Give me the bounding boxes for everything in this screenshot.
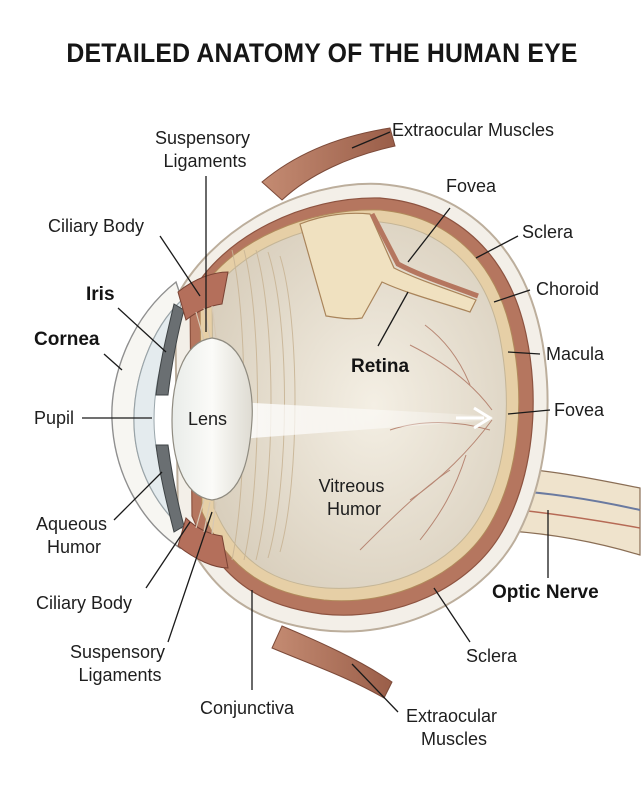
label-vitreous-humor: Vitreous Humor	[319, 476, 390, 519]
label-sclera-top: Sclera	[522, 222, 574, 242]
label-macula: Macula	[546, 344, 605, 364]
label-iris: Iris	[86, 284, 115, 305]
label-ciliary-body-bottom: Ciliary Body	[36, 593, 132, 613]
label-pupil: Pupil	[34, 408, 74, 428]
leader-lines	[82, 131, 551, 713]
label-fovea-top: Fovea	[446, 176, 497, 196]
label-extraocular-muscles-top: Extraocular Muscles	[392, 120, 554, 140]
label-suspensory-ligaments-bottom: Suspensory Ligaments	[70, 642, 170, 685]
label-ciliary-body-top: Ciliary Body	[48, 216, 144, 236]
extraocular-muscle-top	[261, 127, 396, 201]
light-beam	[200, 400, 492, 442]
label-aqueous-humor: Aqueous Humor	[36, 514, 112, 557]
label-extraocular-muscles-bottom: Extraocular Muscles	[406, 706, 502, 749]
lens	[171, 337, 253, 501]
label-lens: Lens	[188, 409, 227, 429]
label-conjunctiva: Conjunctiva	[200, 698, 295, 718]
ciliary-body-top	[177, 271, 229, 321]
label-fovea-right: Fovea	[554, 400, 605, 420]
label-optic-nerve: Optic Nerve	[492, 582, 599, 603]
label-sclera-bottom: Sclera	[466, 646, 518, 666]
light-arrow-icon	[456, 406, 493, 430]
label-suspensory-ligaments-top: Suspensory Ligaments	[155, 128, 255, 171]
retina-cutaway-flap	[299, 212, 477, 320]
label-choroid: Choroid	[536, 279, 599, 299]
suspensory-ligaments	[195, 305, 217, 535]
label-cornea: Cornea	[34, 329, 100, 350]
label-retina: Retina	[351, 356, 410, 377]
diagram-title: DETAILED ANATOMY OF THE HUMAN EYE	[66, 38, 578, 68]
